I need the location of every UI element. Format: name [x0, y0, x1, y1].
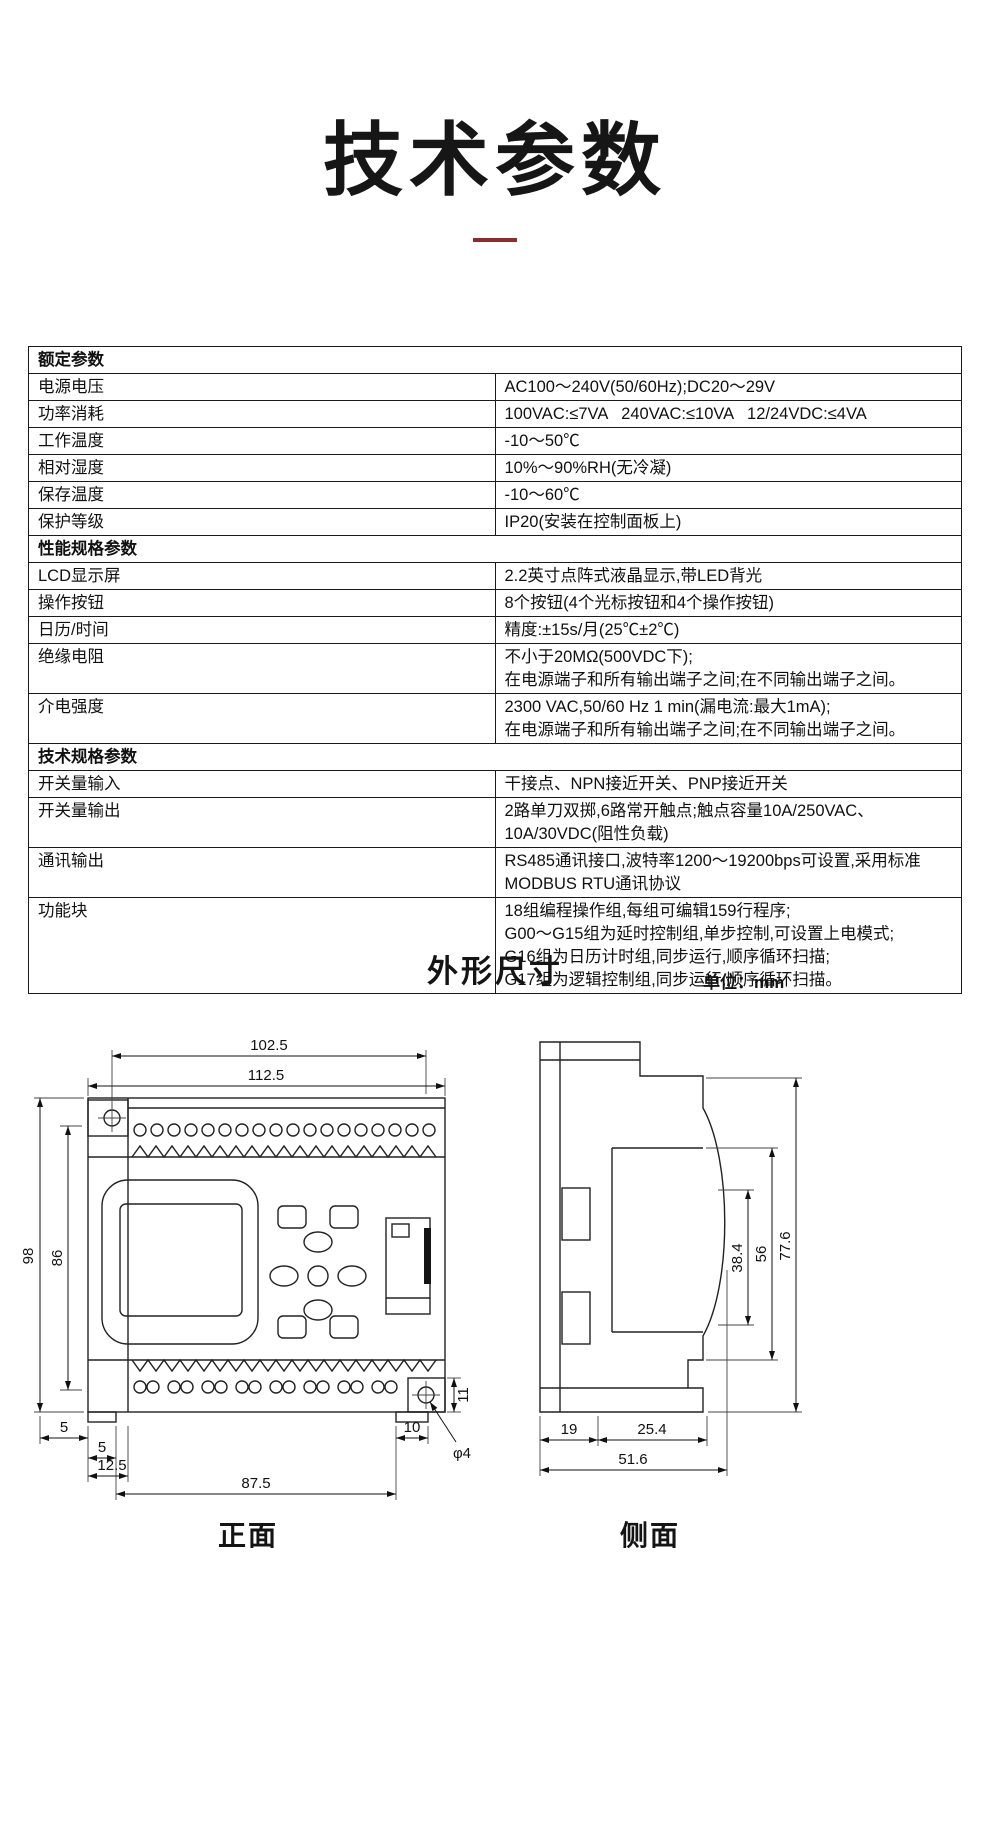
row-label: 开关量输出 — [28, 797, 496, 848]
dim-side-outer: 77.6 — [777, 1231, 794, 1260]
row-value: 100VAC:≤7VA 240VAC:≤10VA 12/24VDC:≤4VA — [494, 400, 962, 428]
table-section-row: 额定参数 — [28, 346, 962, 374]
dim-bottom-left-c: 12.5 — [97, 1457, 126, 1474]
table-section-row: 性能规格参数 — [28, 535, 962, 563]
dim-side-bottom-b: 25.4 — [637, 1421, 666, 1438]
dim-right-foot: 11 — [455, 1387, 472, 1403]
row-value: 10%～90%RH(无冷凝) — [494, 454, 962, 482]
dim-side-middle: 56 — [753, 1246, 770, 1263]
top-terminals — [133, 1123, 436, 1137]
button-cluster — [269, 1205, 367, 1339]
dim-bottom-main: 87.5 — [241, 1475, 270, 1492]
front-view-drawing: 102.5 112.5 98 86 5 — [20, 1037, 472, 1500]
row-value: RS485通讯接口,波特率1200～19200bps可设置,采用标准MODBUS… — [494, 847, 962, 898]
dim-top-inner: 102.5 — [250, 1037, 288, 1054]
row-label: 绝缘电阻 — [28, 643, 496, 694]
row-label: 保护等级 — [28, 508, 496, 536]
din-clip-upper — [561, 1187, 591, 1241]
side-view-drawing: 38.4 56 77.6 19 25.4 51.6 — [539, 1041, 802, 1476]
table-section-row: 技术规格参数 — [28, 743, 962, 771]
row-value: 2.2英寸点阵式液晶显示,带LED背光 — [494, 562, 962, 590]
side-view-label: 侧面 — [619, 1520, 680, 1551]
row-value: 2路单刀双掷,6路常开触点;触点容量10A/250VAC、10A/30VDC(阻… — [494, 797, 962, 848]
section-header: 技术规格参数 — [28, 743, 962, 771]
bottom-terminals — [133, 1380, 398, 1394]
row-value: 8个按钮(4个光标按钮和4个操作按钮) — [494, 589, 962, 617]
dimension-section-title: 外形尺寸 — [427, 954, 563, 989]
table-row: 日历/时间精度:±15s/月(25℃±2℃) — [28, 616, 962, 644]
unit-label: 单位：mm — [703, 973, 785, 992]
table-row: 工作温度-10～50℃ — [28, 427, 962, 455]
row-label: 功率消耗 — [28, 400, 496, 428]
row-value: -10～50℃ — [494, 427, 962, 455]
front-bezel-profile — [611, 1147, 703, 1333]
dim-bottom-left-b: 5 — [98, 1439, 106, 1456]
section-header: 性能规格参数 — [28, 535, 962, 563]
row-label: 相对湿度 — [28, 454, 496, 482]
dim-left-outer: 98 — [20, 1248, 37, 1265]
dim-bottom-right: 10 — [404, 1419, 421, 1436]
row-label: 保存温度 — [28, 481, 496, 509]
row-label: 电源电压 — [28, 373, 496, 401]
row-value: 2300 VAC,50/60 Hz 1 min(漏电流:最大1mA); 在电源端… — [494, 693, 962, 744]
table-row: 绝缘电阻不小于20MΩ(500VDC下); 在电源端子和所有输出端子之间;在不同… — [28, 643, 962, 694]
row-value: 精度:±15s/月(25℃±2℃) — [494, 616, 962, 644]
table-row: 保存温度-10～60℃ — [28, 481, 962, 509]
row-value: 18组编程操作组,每组可编辑159行程序; G00～G15组为延时控制组,单步控… — [494, 897, 962, 994]
device-side-outline — [539, 1041, 726, 1413]
row-value: AC100～240V(50/60Hz);DC20～29V — [494, 373, 962, 401]
row-value: IP20(安装在控制面板上) — [494, 508, 962, 536]
row-label: 功能块 — [28, 897, 496, 994]
lcd-screen — [101, 1179, 259, 1345]
section-header: 额定参数 — [28, 346, 962, 374]
page-title: 技术参数 — [323, 116, 667, 205]
row-value: 干接点、NPN接近开关、PNP接近开关 — [494, 770, 962, 798]
row-label: 通讯输出 — [28, 847, 496, 898]
dim-side-inner: 38.4 — [729, 1243, 746, 1272]
row-value: 不小于20MΩ(500VDC下); 在电源端子和所有输出端子之间;在不同输出端子… — [494, 643, 962, 694]
dim-top-outer: 112.5 — [248, 1067, 284, 1084]
dim-hole-diameter: φ4 — [453, 1445, 471, 1462]
din-clip-lower — [561, 1291, 591, 1345]
table-row: 开关量输入干接点、NPN接近开关、PNP接近开关 — [28, 770, 962, 798]
side-connector — [385, 1217, 431, 1315]
dim-side-bottom-a: 19 — [561, 1421, 578, 1438]
side-view-dimensions: 38.4 56 77.6 19 25.4 51.6 — [539, 1077, 802, 1476]
front-view-dimensions: 102.5 112.5 98 86 5 — [20, 1037, 472, 1500]
device-front-outline — [87, 1097, 446, 1423]
row-label: 开关量输入 — [28, 770, 496, 798]
row-label: 日历/时间 — [28, 616, 496, 644]
top-sawtooth — [131, 1144, 437, 1159]
dim-left-inner: 86 — [49, 1250, 66, 1267]
dim-side-bottom-total: 51.6 — [618, 1451, 647, 1468]
row-label: 工作温度 — [28, 427, 496, 455]
row-label: 操作按钮 — [28, 589, 496, 617]
row-label: 介电强度 — [28, 693, 496, 744]
bottom-sawtooth — [131, 1358, 437, 1373]
dim-bottom-left-a: 5 — [60, 1419, 68, 1436]
title-divider — [473, 238, 517, 242]
row-value: -10～60℃ — [494, 481, 962, 509]
front-view-label: 正面 — [217, 1520, 278, 1551]
row-label: LCD显示屏 — [28, 562, 496, 590]
